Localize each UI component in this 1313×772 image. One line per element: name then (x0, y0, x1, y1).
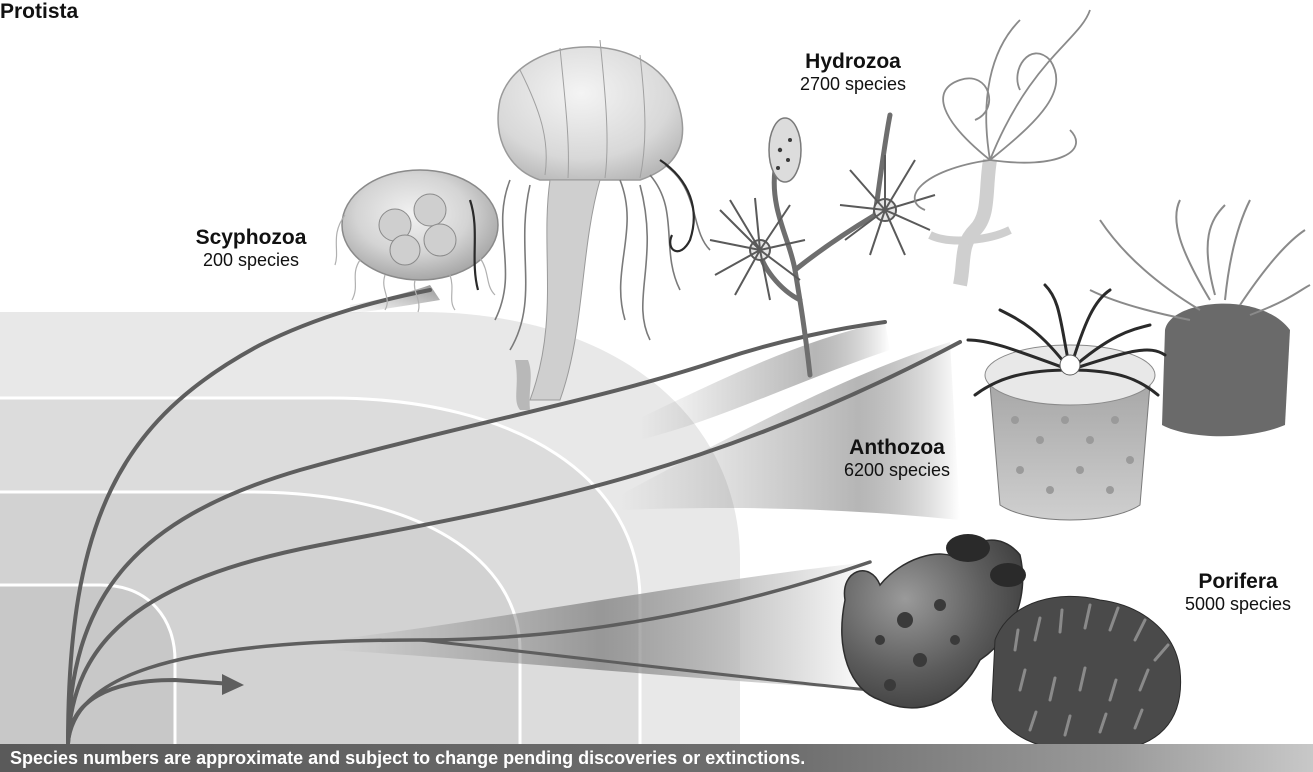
hydrozoa-label: Hydrozoa 2700 species (788, 50, 918, 95)
hydrozoa-species-count: 2700 species (788, 74, 918, 95)
footer-note: Species numbers are approximate and subj… (10, 748, 805, 769)
anthozoa-illustration (968, 200, 1310, 520)
background-bands (0, 312, 740, 744)
anthozoa-name: Anthozoa (832, 436, 962, 460)
porifera-species-count: 5000 species (1168, 594, 1308, 615)
porifera-illustration (842, 534, 1181, 752)
anemone-back-tentacles (1090, 200, 1310, 320)
hydroid-polyp-right (840, 155, 935, 255)
porifera-label: Porifera 5000 species (1168, 570, 1308, 615)
anthozoa-label: Anthozoa 6200 species (832, 436, 962, 481)
footer-bar: Species numbers are approximate and subj… (0, 744, 1313, 772)
scyphozoa-label: Scyphozoa 200 species (186, 226, 316, 271)
hydrozoa-name: Hydrozoa (788, 50, 918, 74)
hydra-polyp (915, 10, 1090, 285)
scyphozoa-species-count: 200 species (186, 250, 316, 271)
scyphozoa-name: Scyphozoa (186, 226, 316, 250)
anthozoa-species-count: 6200 species (832, 460, 962, 481)
porifera-name: Porifera (1168, 570, 1308, 594)
